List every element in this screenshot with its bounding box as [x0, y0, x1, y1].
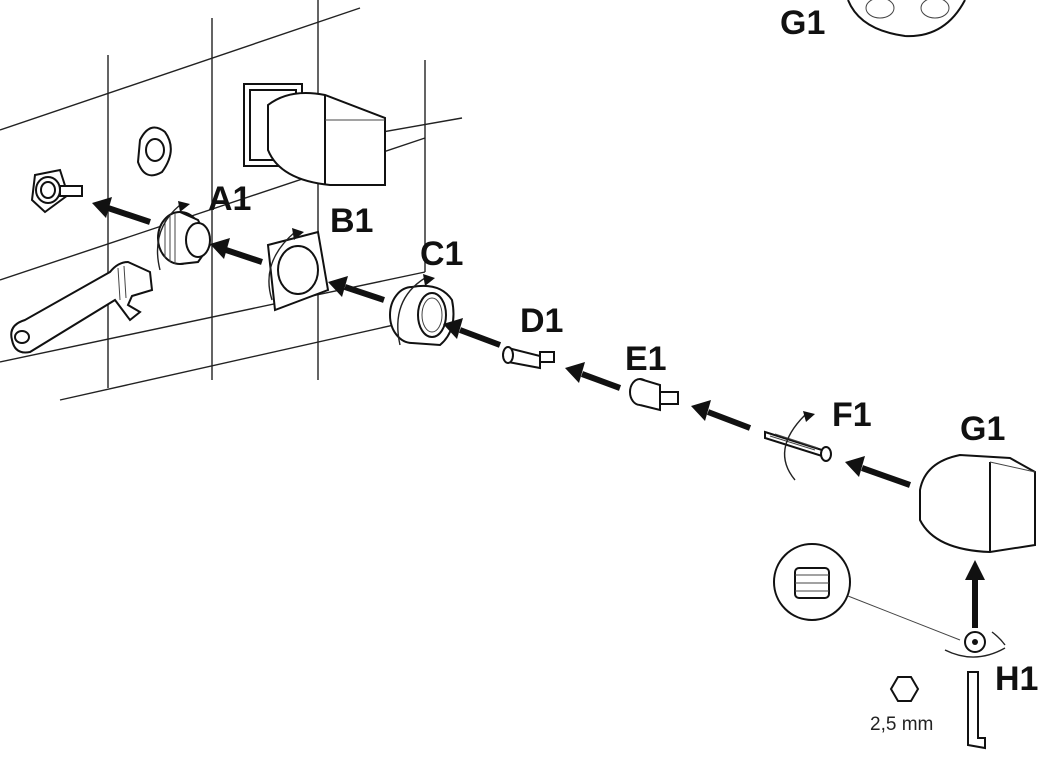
- label-g1: G1: [960, 410, 1005, 448]
- part-e1-spindle: [629, 378, 679, 412]
- arrow-f1-to-e1: [691, 400, 752, 431]
- part-d1-extension: [502, 346, 555, 370]
- arrow-a1-to-stem: [92, 197, 151, 225]
- part-b1-rosette: [266, 228, 330, 312]
- label-a1: A1: [208, 180, 251, 218]
- assembly-arrows: [92, 197, 985, 628]
- wrench-tool: [10, 260, 154, 354]
- label-g1-top: G1: [780, 4, 825, 42]
- part-g1-knob: [919, 453, 1036, 554]
- arrow-g1-to-f1: [845, 456, 912, 488]
- part-h1-grub-screw: [944, 631, 1006, 658]
- valve-stem: [30, 168, 83, 214]
- hex-key-size-label: 2,5 mm: [870, 714, 933, 735]
- label-d1: D1: [520, 302, 563, 340]
- arrow-h1-up: [965, 560, 985, 628]
- grub-screw-detail: [773, 543, 961, 641]
- part-a1-adapter: [156, 201, 212, 271]
- label-e1: E1: [625, 340, 667, 378]
- label-b1: B1: [330, 202, 373, 240]
- part-f1-screw: [764, 411, 832, 481]
- label-c1: C1: [420, 235, 463, 273]
- arrow-b1-to-a1: [210, 238, 263, 265]
- label-h1: H1: [995, 660, 1038, 698]
- knob-g1-preview: [847, 0, 966, 38]
- assembled-valve-reference: [243, 83, 386, 186]
- arrow-c1-to-b1: [328, 276, 385, 303]
- wall-flange: [136, 126, 172, 177]
- part-c1-sleeve: [389, 274, 455, 347]
- label-f1: F1: [832, 396, 872, 434]
- hex-key-tool: [889, 671, 986, 750]
- arrow-e1-to-d1: [565, 362, 622, 391]
- arrow-d1-to-c1: [443, 318, 502, 348]
